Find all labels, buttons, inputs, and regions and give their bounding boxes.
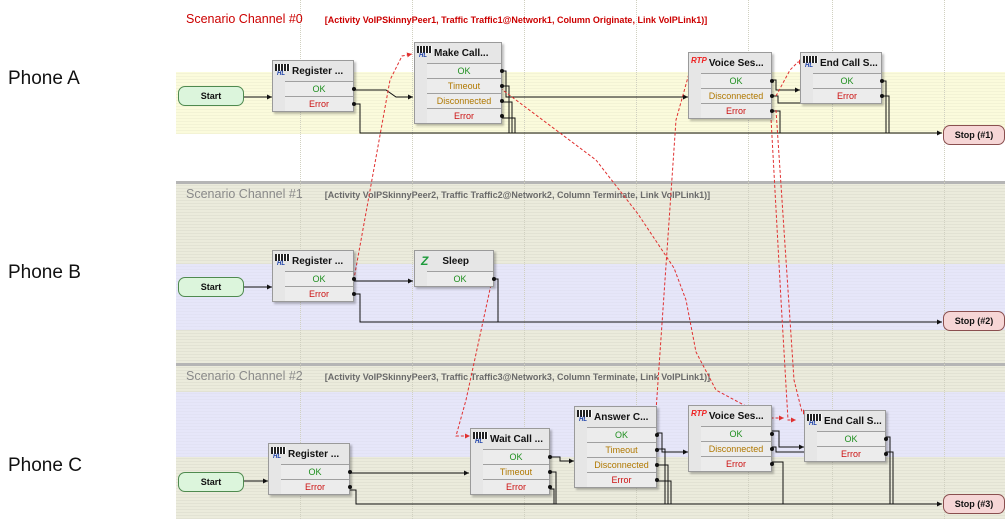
port-error[interactable]: Error	[701, 456, 774, 471]
port-disconnected[interactable]: Disconnected	[587, 457, 659, 472]
port-error[interactable]: Error	[483, 479, 552, 494]
stop-node-3[interactable]: Stop (#3)	[943, 494, 1005, 514]
port-error[interactable]: Error	[281, 479, 352, 494]
port-error[interactable]: Error	[427, 108, 504, 123]
port-ok[interactable]: OK	[483, 449, 552, 464]
stop-node-2[interactable]: Stop (#2)	[943, 311, 1005, 331]
start-node-b[interactable]: Start	[178, 277, 244, 297]
port-ok[interactable]: OK	[701, 426, 774, 441]
channel-info: [Activity VoIPSkinnyPeer1, Traffic Traff…	[324, 15, 708, 25]
port-disconnected[interactable]: Disconnected	[701, 88, 774, 103]
hl-icon: HL	[417, 46, 432, 60]
sleep-icon: Z	[421, 254, 429, 268]
port-ok[interactable]: OK	[285, 271, 356, 286]
port-timeout[interactable]: Timeout	[587, 442, 659, 457]
lane-a-bottom	[176, 134, 1005, 182]
hl-icon: HL	[473, 432, 488, 446]
start-node-c[interactable]: Start	[178, 472, 244, 492]
port-error[interactable]: Error	[285, 286, 356, 301]
channel-info: [Activity VoIPSkinnyPeer3, Traffic Traff…	[324, 372, 711, 382]
channel-separator	[176, 363, 1005, 366]
hl-icon: HL	[803, 56, 818, 70]
block-title: Make Call...	[434, 47, 489, 59]
channel-name: Scenario Channel #0	[186, 12, 303, 26]
block-title: Answer C...	[594, 411, 649, 423]
channel-separator	[176, 181, 1005, 184]
port-ok[interactable]: OK	[813, 73, 884, 88]
hl-icon: HL	[271, 447, 286, 461]
port-timeout[interactable]: Timeout	[483, 464, 552, 479]
port-ok[interactable]: OK	[281, 464, 352, 479]
sleep-block[interactable]: Z Sleep OK	[414, 250, 496, 287]
port-error[interactable]: Error	[587, 472, 659, 487]
scenario-canvas[interactable]: Scenario Channel #0 [Activity VoIPSkinnyP…	[176, 0, 1005, 519]
rtp-icon: RTP	[691, 56, 707, 65]
channel-2-title: Scenario Channel #2 [Activity VoIPSkinnyP…	[186, 369, 710, 383]
block-title: Register ...	[292, 65, 344, 77]
phone-b-label: Phone B	[8, 262, 81, 283]
block-title: Sleep	[442, 255, 470, 267]
hl-icon: HL	[807, 414, 822, 428]
stop-node-1[interactable]: Stop (#1)	[943, 125, 1005, 145]
port-error[interactable]: Error	[285, 96, 356, 111]
block-title: End Call S...	[820, 57, 878, 69]
start-node-a[interactable]: Start	[178, 86, 244, 106]
port-ok[interactable]: OK	[701, 73, 774, 88]
phone-a-label: Phone A	[8, 68, 80, 89]
channel-name: Scenario Channel #1	[186, 187, 303, 201]
hl-icon: HL	[577, 410, 592, 424]
channel-name: Scenario Channel #2	[186, 369, 303, 383]
hl-icon: HL	[275, 254, 290, 268]
hl-icon: HL	[275, 64, 290, 78]
port-disconnected[interactable]: Disconnected	[427, 93, 504, 108]
port-error[interactable]: Error	[701, 103, 774, 118]
block-title: Register ...	[288, 448, 340, 460]
port-ok[interactable]: OK	[285, 81, 356, 96]
block-title: Wait Call ...	[490, 433, 543, 445]
channel-info: [Activity VoIPSkinnyPeer2, Traffic Traff…	[324, 190, 711, 200]
block-title: Register ...	[292, 255, 344, 267]
port-ok[interactable]: OK	[817, 431, 888, 446]
block-title: Voice Ses...	[708, 410, 764, 422]
block-title: End Call S...	[824, 415, 882, 427]
channel-1-title: Scenario Channel #1 [Activity VoIPSkinnyP…	[186, 187, 710, 201]
port-timeout[interactable]: Timeout	[427, 78, 504, 93]
channel-0-title: Scenario Channel #0 [Activity VoIPSkinnyP…	[186, 12, 707, 26]
lane-b-bottom	[176, 330, 1005, 364]
block-title: Voice Ses...	[708, 57, 764, 69]
lane-c-top	[176, 366, 1005, 392]
rtp-icon: RTP	[691, 409, 707, 418]
port-ok[interactable]: OK	[427, 271, 496, 286]
phone-c-label: Phone C	[8, 455, 82, 476]
port-disconnected[interactable]: Disconnected	[701, 441, 774, 456]
port-ok[interactable]: OK	[587, 427, 659, 442]
port-ok[interactable]: OK	[427, 63, 504, 78]
port-error[interactable]: Error	[813, 88, 884, 103]
port-error[interactable]: Error	[817, 446, 888, 461]
